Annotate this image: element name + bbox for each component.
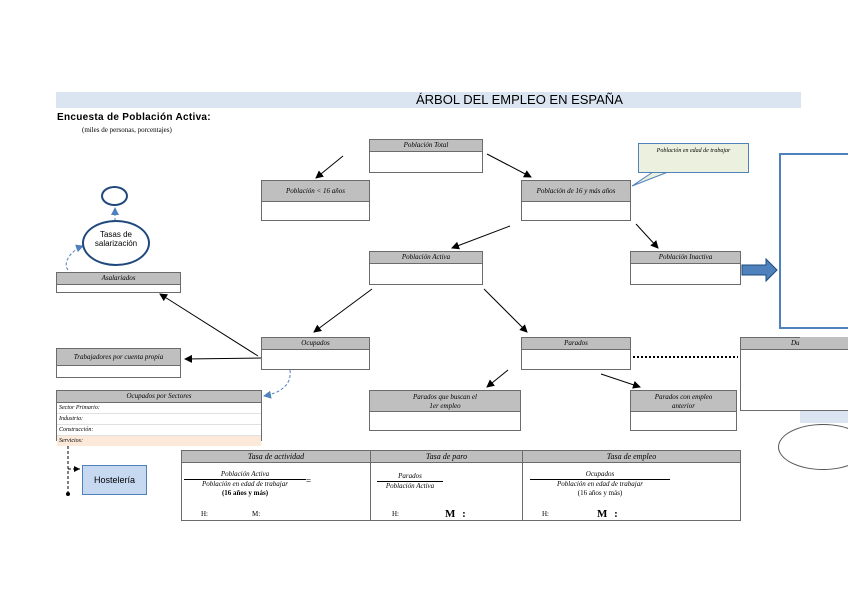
rate-denominator: Población en edad de trabajar	[202, 480, 288, 488]
arrow-ocupados-to-cuentapropia	[184, 354, 262, 363]
rate-col-paro: Tasa de paro Parados Población Activa H:…	[371, 451, 523, 520]
arrow-ocupados-to-asalariados	[159, 293, 259, 357]
box-poblacion-menor-16: Población < 16 años	[261, 180, 370, 221]
box-asalariados: Asalariados	[56, 272, 181, 293]
rate-fraction: Ocupados Población en edad de trabajar (…	[530, 470, 670, 498]
box-poblacion-activa: Población Activa	[369, 251, 483, 285]
rate-h: H:	[201, 510, 208, 518]
arrow-activa-to-parados	[483, 288, 528, 333]
dashed-ocupados-to-sectores	[263, 369, 291, 399]
box-parados-primer-empleo: Parados que buscan el 1er empleo	[369, 390, 521, 431]
rate-col-empleo: Tasa de empleo Ocupados Población en eda…	[523, 451, 740, 520]
sector-row-industria: Industria:	[57, 414, 261, 425]
sector-row-construccion: Construcción:	[57, 425, 261, 436]
box-cut-right: Du	[740, 337, 848, 411]
block-arrow-right	[741, 257, 778, 283]
box-header: Ocupados	[262, 338, 369, 350]
subtitle: Encuesta de Población Activa:	[57, 112, 211, 123]
rate-fraction: Población Activa Población en edad de tr…	[184, 470, 306, 498]
salarizacion-circle	[101, 186, 128, 206]
box-header: Parados que buscan el 1er empleo	[370, 391, 520, 412]
arrow-parados-to-anterior	[600, 373, 641, 389]
box-header: Parados con empleo anterior	[631, 391, 736, 412]
rate-equals: =	[306, 476, 312, 486]
box-header: Población < 16 años	[262, 181, 369, 202]
right-grey-band	[800, 337, 848, 348]
right-blue-band	[800, 411, 848, 423]
box-cuenta-propia: Trabajadores por cuenta propia	[56, 348, 181, 378]
box-header: Población de 16 y más años	[522, 181, 630, 202]
callout-note: Población en edad de trabajar	[638, 143, 749, 173]
rate-m: M :	[597, 508, 620, 520]
arrow-total-to-menor16	[315, 155, 344, 179]
arrow-16mas-to-activa	[451, 225, 511, 250]
hosteleria-box: Hostelería	[82, 465, 147, 495]
box-header: Asalariados	[57, 273, 180, 285]
box-header: Población Activa	[370, 252, 482, 264]
box-poblacion-inactiva: Población Inactiva	[630, 251, 741, 285]
rate-fraction: Parados Población Activa	[377, 472, 443, 491]
rate-header: Tasa de actividad	[182, 451, 370, 463]
rate-col-actividad: Tasa de actividad Población Activa Pobla…	[182, 451, 371, 520]
box-parados: Parados	[521, 337, 631, 370]
rates-table: Tasa de actividad Población Activa Pobla…	[181, 450, 741, 521]
rate-extra: (16 años y más)	[221, 489, 269, 497]
rate-extra: (16 años y más)	[577, 489, 623, 497]
box-ocupados-por-sectores: Ocupados por Sectores Sector Primario: I…	[56, 390, 262, 446]
rate-numerator: Ocupados	[530, 470, 670, 480]
right-oval	[778, 424, 848, 470]
dashed-asalariados-to-tasas	[65, 244, 84, 271]
rate-denominator: Población Activa	[385, 482, 435, 490]
box-header: Trabajadores por cuenta propia	[57, 349, 180, 366]
box-parados-empleo-anterior: Parados con empleo anterior	[630, 390, 737, 431]
tasas-salarizacion-oval: Tasas de salarización	[82, 220, 150, 266]
box-poblacion-16-mas: Población de 16 y más años	[521, 180, 631, 221]
rate-denominator: Población en edad de trabajar	[557, 480, 643, 488]
callout-pointer	[631, 171, 669, 187]
arrow-16mas-to-inactiva	[635, 223, 659, 249]
box-ocupados: Ocupados	[261, 337, 370, 370]
arrow-total-to-16mas	[486, 153, 532, 178]
sector-row-servicios: Servicios:	[57, 436, 261, 446]
box-header: Ocupados por Sectores	[57, 391, 261, 403]
sector-row-primario: Sector Primario:	[57, 403, 261, 414]
box-header: Población Inactiva	[631, 252, 740, 264]
arrow-parados-to-primer	[486, 369, 509, 388]
rate-m: M :	[445, 508, 468, 520]
rate-numerator: Población Activa	[184, 470, 306, 480]
title-band	[56, 92, 801, 108]
box-header: Población Total	[370, 140, 482, 152]
rate-header: Tasa de empleo	[523, 451, 740, 463]
page-title: ÁRBOL DEL EMPLEO EN ESPAÑA	[416, 92, 623, 107]
box-header: Parados	[522, 338, 630, 350]
rate-m: M:	[252, 510, 261, 518]
rate-numerator: Parados	[377, 472, 443, 482]
units-note: (miles de personas, porcentajes)	[82, 126, 172, 134]
right-panel	[779, 153, 848, 329]
rate-h: H:	[542, 510, 549, 518]
rate-header: Tasa de paro	[371, 451, 522, 463]
rate-h: H:	[392, 510, 399, 518]
arrow-activa-to-ocupados	[313, 288, 373, 333]
box-poblacion-total: Población Total	[369, 139, 483, 173]
